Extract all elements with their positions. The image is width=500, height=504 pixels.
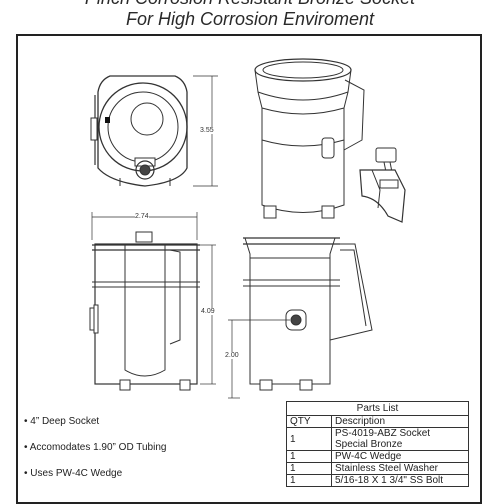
front-view bbox=[89, 231, 200, 391]
side-view bbox=[243, 237, 373, 391]
feature-item: • 4” Deep Socket bbox=[24, 416, 100, 427]
description-cell: 5/16-18 X 1 3/4" SS Bolt bbox=[331, 474, 469, 487]
qty-header: QTY bbox=[286, 415, 332, 428]
qty-cell: 1 bbox=[286, 462, 332, 475]
table-row: 1 5/16-18 X 1 3/4" SS Bolt bbox=[286, 474, 469, 487]
feature-item: • Accomodates 1.90” OD Tubing bbox=[24, 442, 167, 453]
feature-list: • 4” Deep Socket • Accomodates 1.90” OD … bbox=[24, 416, 166, 494]
table-row: 1 Stainless Steel Washer bbox=[286, 462, 469, 475]
table-row: 1 PS-4019-ABZ Socket Special Bronze bbox=[286, 427, 469, 451]
top-view bbox=[90, 75, 188, 187]
description-cell: PS-4019-ABZ Socket Special Bronze bbox=[331, 427, 469, 451]
page-title: Pinch Corrosion Resistant Bronze Socket bbox=[0, 0, 500, 9]
description-cell: Stainless Steel Washer bbox=[331, 462, 469, 475]
parts-list-table: Parts List QTY Description 1 PS-4019-ABZ… bbox=[286, 401, 469, 487]
isometric-view bbox=[254, 58, 365, 219]
table-row: 1 PW-4C Wedge bbox=[286, 450, 469, 463]
description-cell: PW-4C Wedge bbox=[331, 450, 469, 463]
dimension-height-overall: 4.09 bbox=[201, 308, 215, 315]
qty-cell: 1 bbox=[286, 474, 332, 487]
wedge-detail bbox=[359, 147, 406, 223]
dimension-lines bbox=[91, 75, 290, 399]
dimension-width-front-view: 2.74 bbox=[135, 213, 149, 220]
qty-cell: 1 bbox=[286, 427, 332, 451]
dimension-height-clamp: 2.00 bbox=[225, 352, 239, 359]
parts-list-caption: Parts List bbox=[286, 401, 469, 416]
description-header: Description bbox=[331, 415, 469, 428]
qty-cell: 1 bbox=[286, 450, 332, 463]
feature-item: • Uses PW-4C Wedge bbox=[24, 468, 123, 479]
dimension-height-top-view: 3.55 bbox=[200, 127, 214, 134]
page-subtitle: For High Corrosion Enviroment bbox=[125, 9, 375, 29]
